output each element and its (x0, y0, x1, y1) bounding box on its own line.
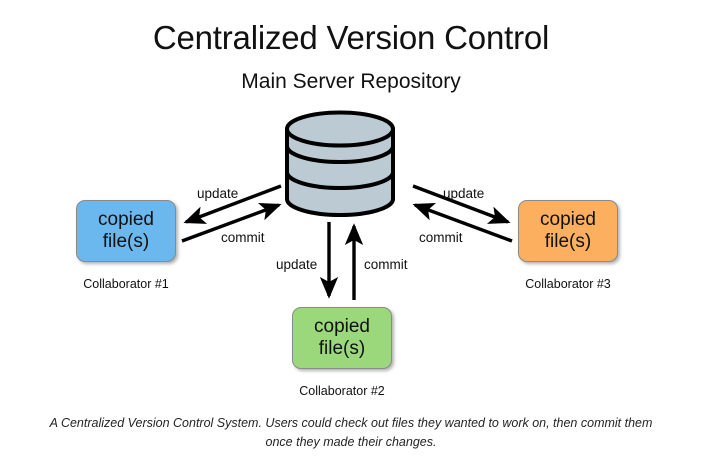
node-line-2: file(s) (318, 338, 366, 359)
node-collaborator-3[interactable]: copied file(s) (518, 200, 618, 262)
page-title: Centralized Version Control (152, 19, 550, 56)
node-collaborator-2[interactable]: copied file(s) (292, 307, 392, 369)
node-line-2: file(s) (102, 231, 150, 252)
server-repository-cylinder (285, 110, 395, 217)
edge-left-commit (181, 203, 282, 243)
node-caption-collaborator-3: Collaborator #3 (525, 277, 611, 291)
node-line-1: copied (314, 316, 370, 338)
edge-label-left-update: update (197, 186, 239, 201)
edge-label-left-commit: commit (221, 230, 265, 245)
edge-right-commit (412, 203, 513, 243)
node-line-1: copied (98, 209, 154, 231)
page-subtitle: Main Server Repository (241, 70, 461, 93)
edge-label-bottom-commit: commit (364, 257, 408, 272)
figure-caption: A Centralized Version Control System. Us… (49, 416, 653, 450)
node-caption-collaborator-1: Collaborator #1 (83, 277, 169, 291)
edge-left-update (183, 184, 282, 224)
edge-label-bottom-update: update (276, 257, 318, 272)
node-collaborator-1[interactable]: copied file(s) (76, 200, 176, 262)
edge-label-right-commit: commit (419, 230, 463, 245)
edge-right-update (412, 184, 511, 224)
node-caption-collaborator-2: Collaborator #2 (299, 384, 385, 398)
node-line-1: copied (540, 209, 596, 231)
edge-label-right-update: update (443, 186, 485, 201)
node-line-2: file(s) (544, 231, 592, 252)
